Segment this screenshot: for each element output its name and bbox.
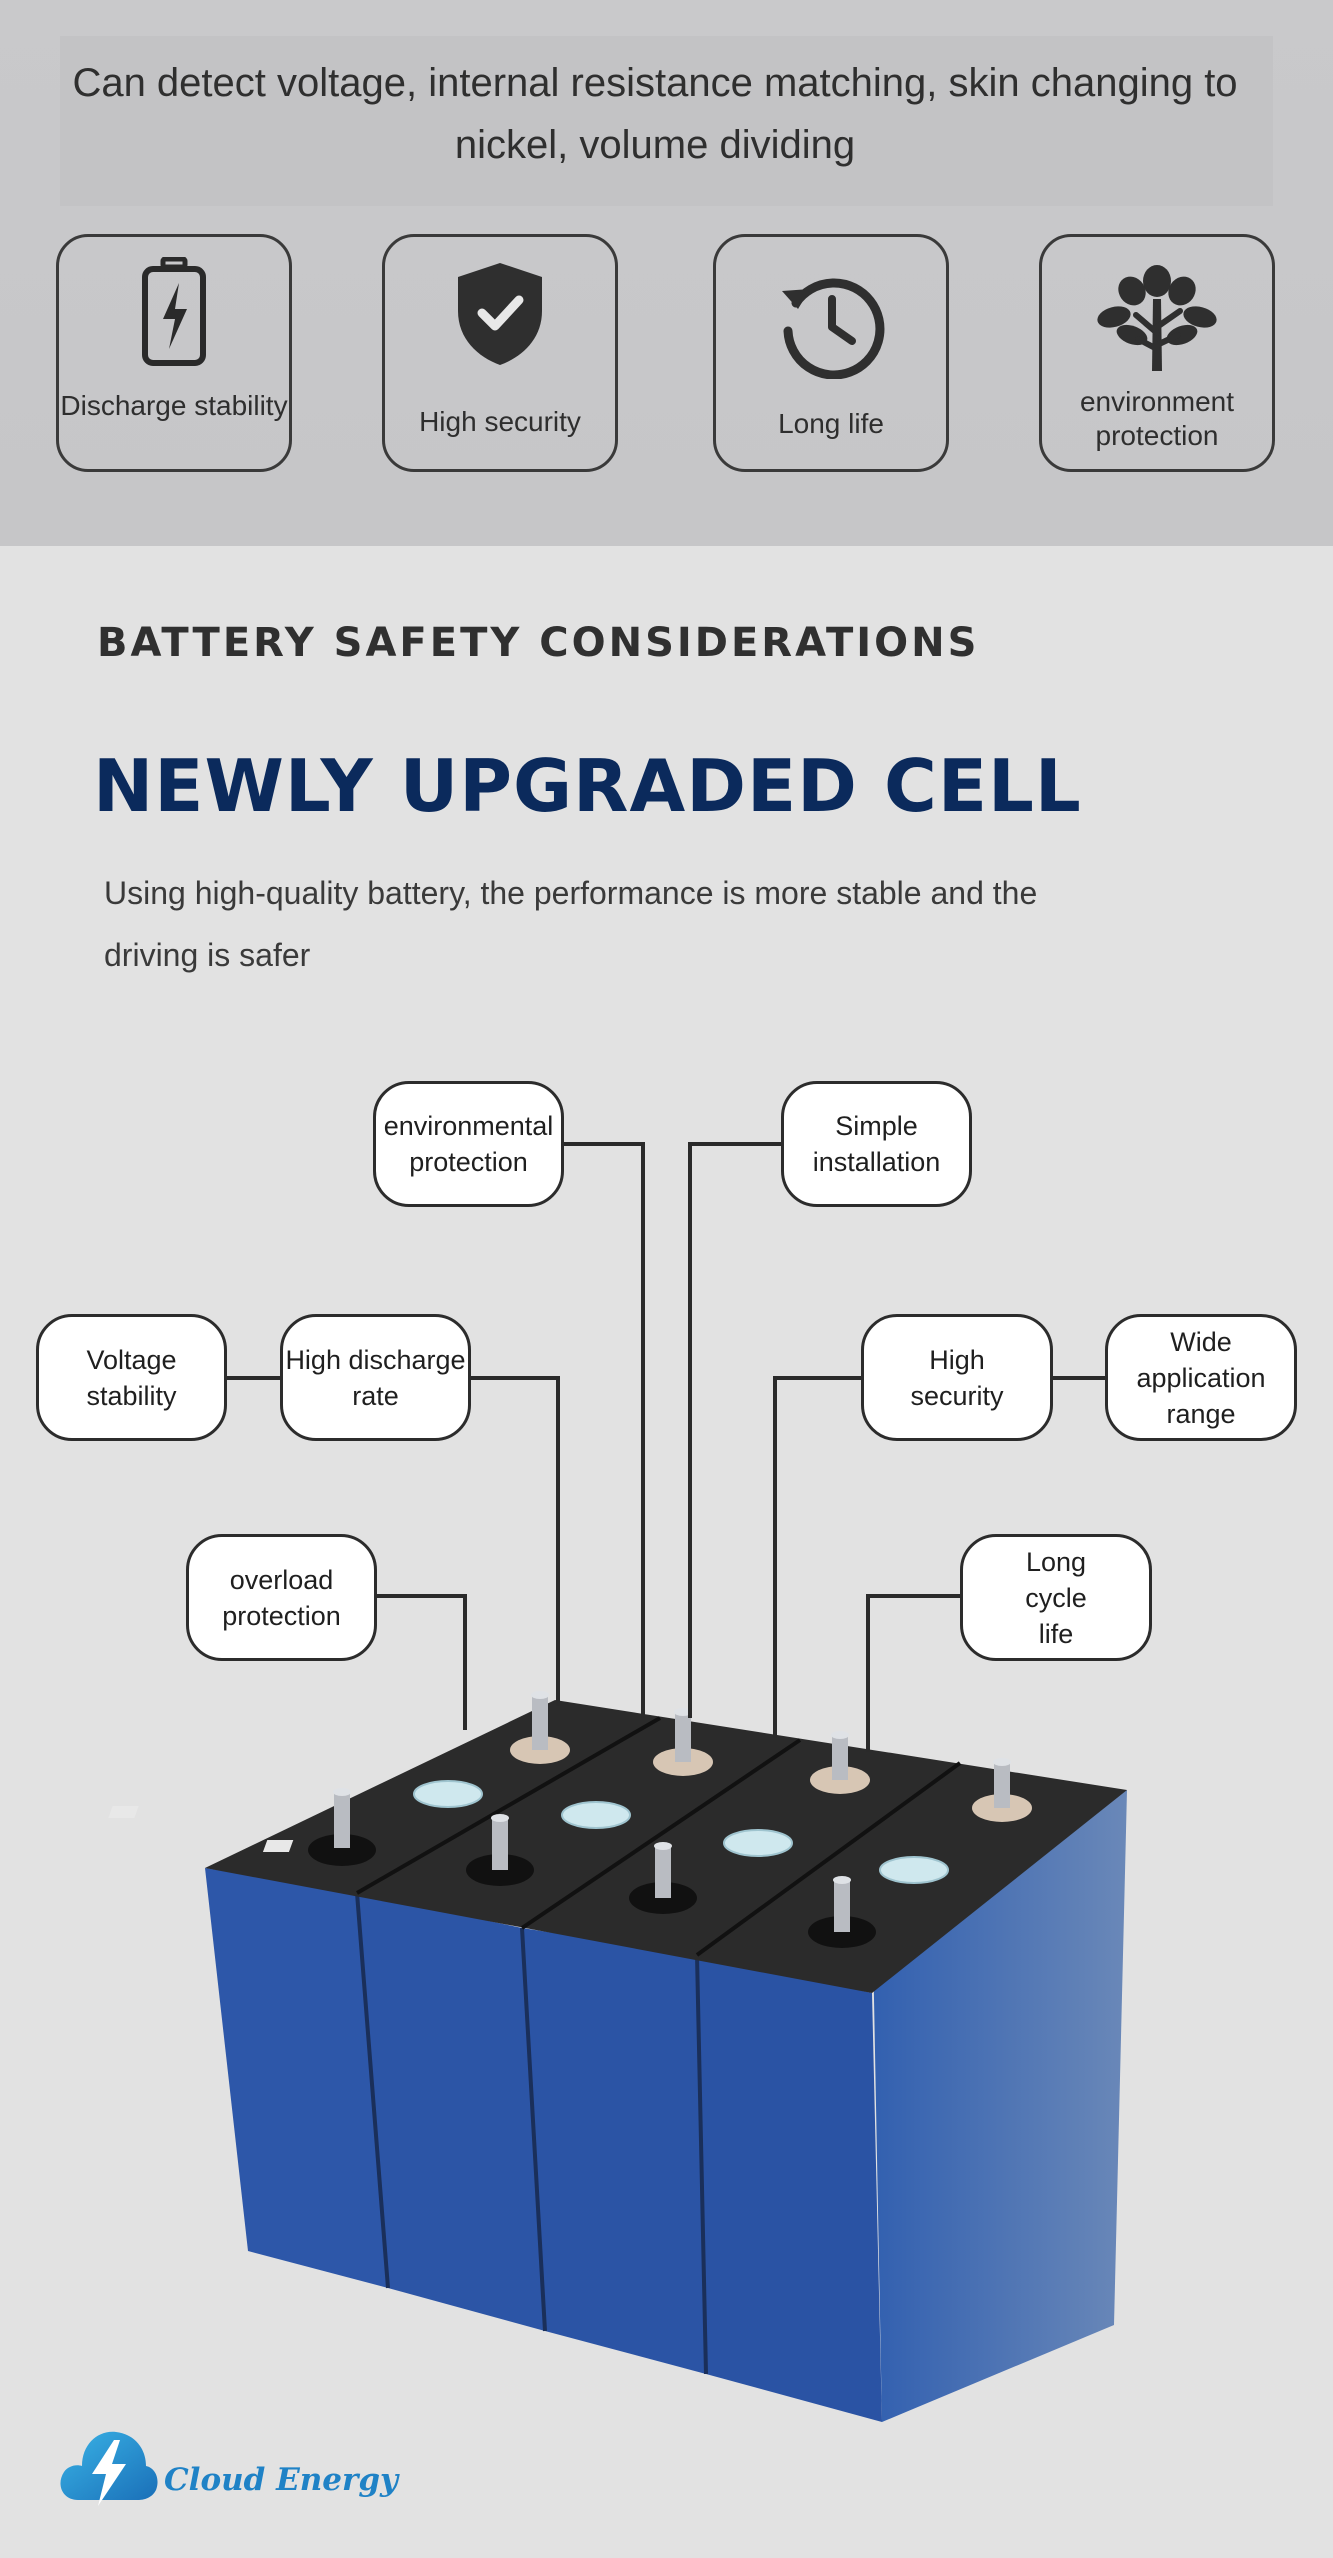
battery-terminal	[653, 1708, 713, 1776]
battery-side-face	[872, 1790, 1127, 2422]
battery-terminal	[308, 1788, 376, 1866]
clock-history-icon	[716, 269, 946, 379]
page-headline: NEWLY UPGRADED CELL	[93, 744, 1082, 828]
battery-cell-front	[522, 1928, 706, 2374]
battery-terminal	[972, 1758, 1032, 1822]
battery-terminal	[808, 1876, 876, 1948]
callout-wide-application-range: Wide application range	[1105, 1314, 1297, 1441]
battery-cell-front	[357, 1893, 545, 2331]
callout-voltage-stability: Voltage stability	[36, 1314, 227, 1441]
battery-terminal	[810, 1731, 870, 1794]
tree-icon	[1042, 263, 1272, 373]
callout-overload-protection: overload protection	[186, 1534, 377, 1661]
battery-cell-front	[697, 1955, 882, 2422]
feature-long-life: Long life	[713, 234, 949, 472]
feature-discharge-stability: Discharge stability	[56, 234, 292, 472]
feature-environment-protection: environment protection	[1039, 234, 1275, 472]
battery-charge-icon	[59, 257, 289, 367]
battery-terminal	[510, 1691, 570, 1764]
battery-terminal	[629, 1842, 697, 1914]
callout-long-cycle-life: Long cycle life	[960, 1534, 1152, 1661]
battery-cell-front	[205, 1868, 388, 2288]
caption-panel	[60, 36, 1273, 206]
feature-label: Discharge stability	[60, 390, 288, 421]
cloud-lightning-icon	[56, 2422, 160, 2513]
feature-label: environment protection	[1079, 386, 1235, 451]
callout-high-security: High security	[861, 1314, 1053, 1441]
section-title: BATTERY SAFETY CONSIDERATIONS	[97, 620, 980, 666]
callout-environmental-protection: environmental protection	[373, 1081, 564, 1207]
headline-description: Using high-quality battery, the performa…	[104, 875, 1038, 973]
feature-caption: Can detect voltage, internal resistance …	[72, 61, 1238, 167]
battery-terminal	[466, 1814, 534, 1886]
callout-simple-installation: Simple installation	[781, 1081, 972, 1207]
feature-label: High security	[419, 406, 581, 437]
feature-label: Long life	[778, 408, 884, 439]
feature-band: Can detect voltage, internal resistance …	[0, 0, 1333, 546]
callout-high-discharge-rate: High discharge rate	[280, 1314, 471, 1441]
brand-logo-text: Cloud Energy	[164, 2462, 399, 2498]
feature-high-security: High security	[382, 234, 618, 472]
shield-check-icon	[385, 259, 615, 367]
